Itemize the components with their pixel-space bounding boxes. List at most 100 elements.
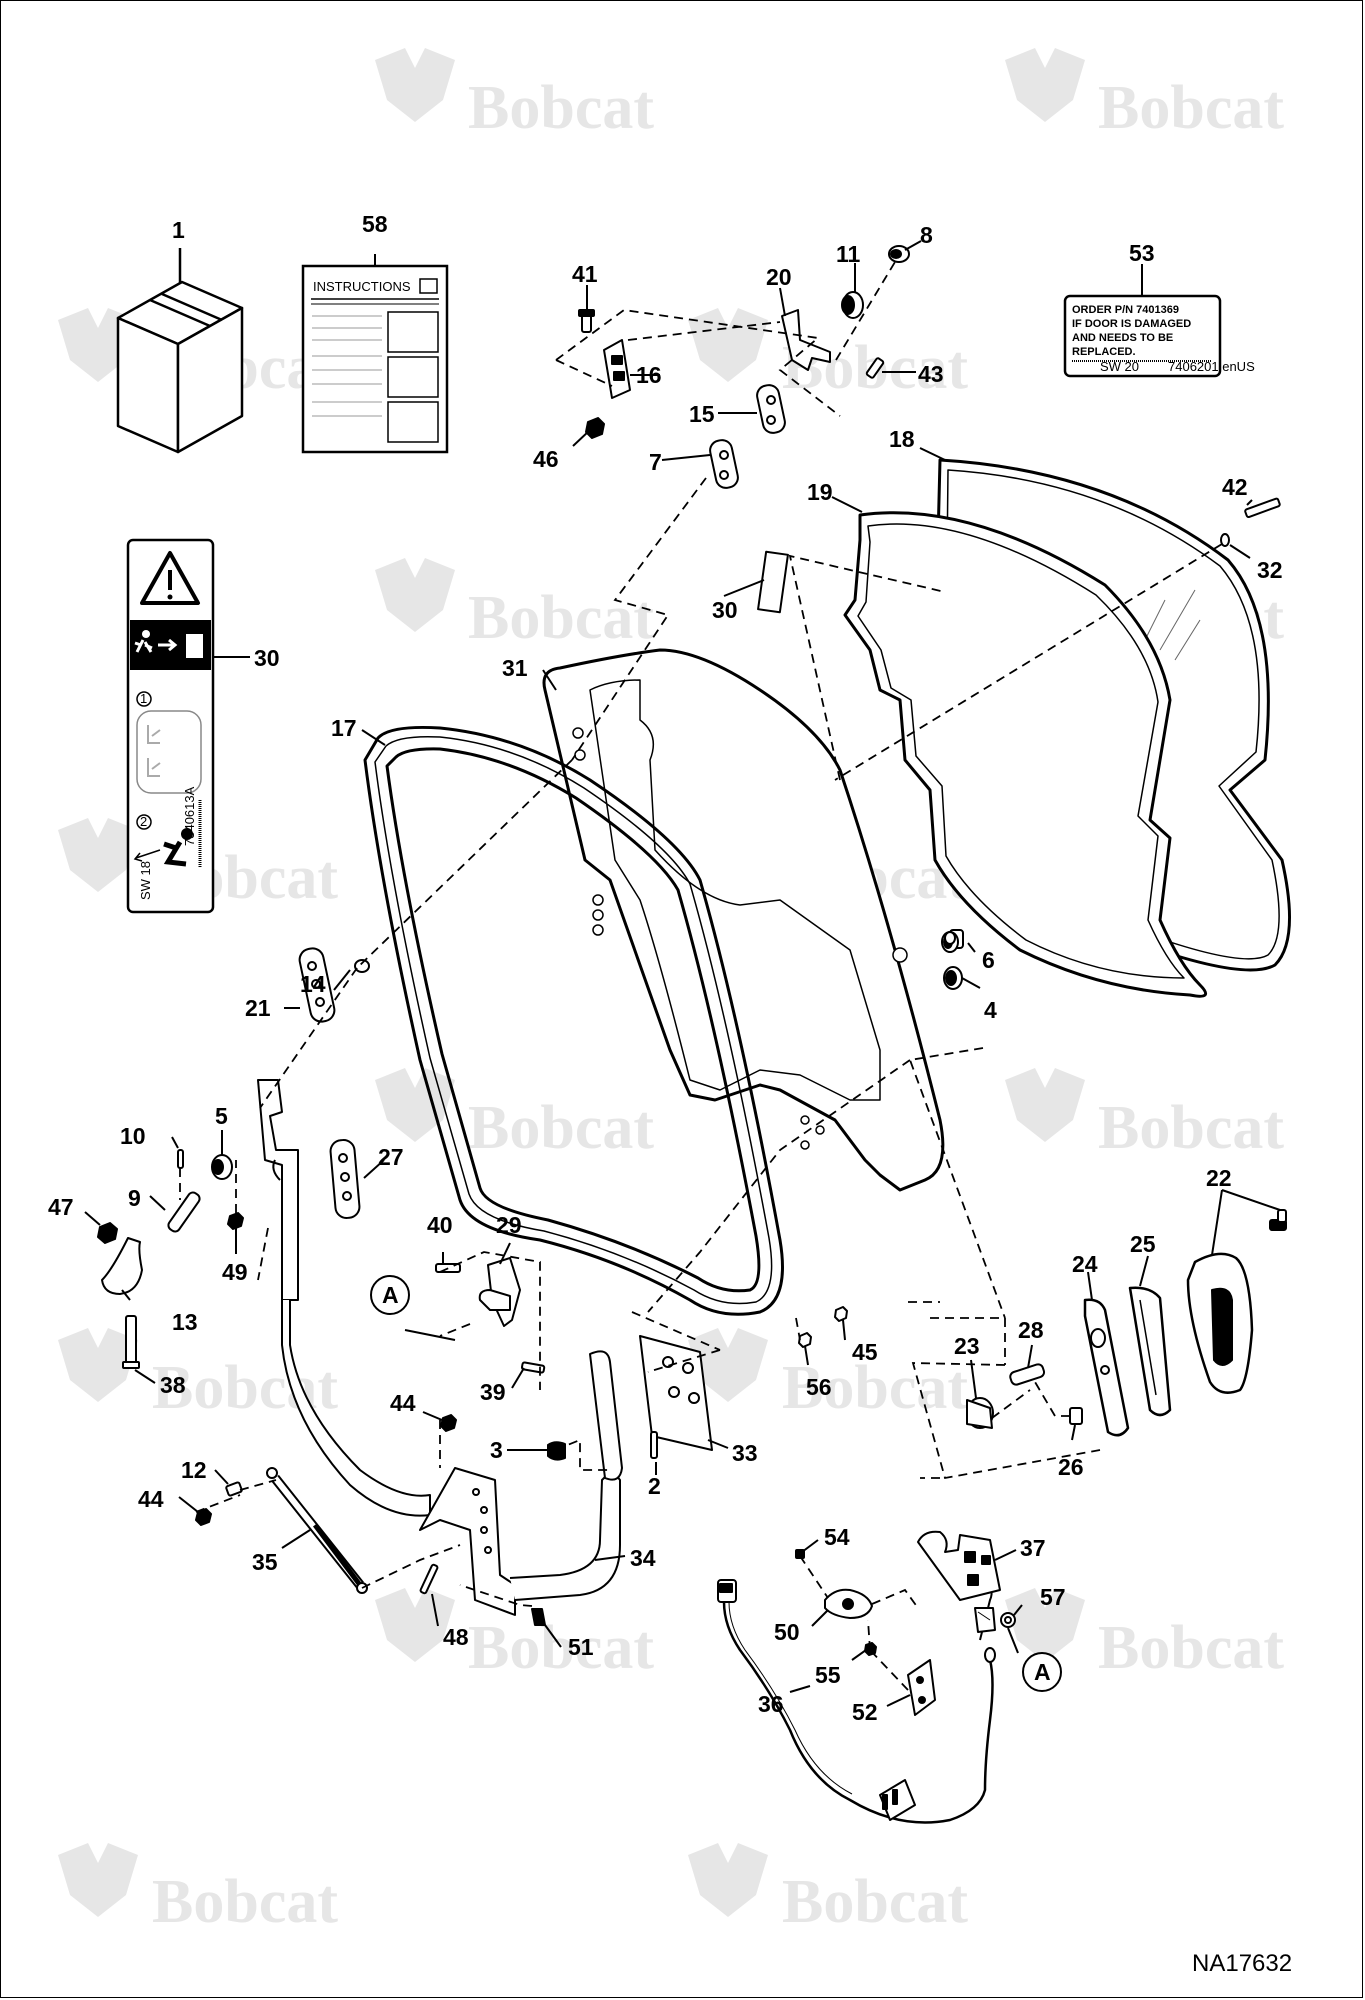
callout-35: 35: [252, 1549, 278, 1575]
callout-52: 52: [852, 1699, 878, 1725]
callout-51: 51: [568, 1634, 594, 1660]
callout-20: 20: [766, 264, 792, 290]
arrow-right-icon: [158, 638, 178, 652]
safety-decal-footer: SW 18: [138, 861, 153, 900]
door-label-footer-left: SW 20: [1100, 359, 1139, 374]
callout-55: 55: [815, 1662, 841, 1688]
door-label-line-2: IF DOOR IS DAMAGED: [1072, 318, 1191, 330]
callout-12: 12: [181, 1457, 207, 1483]
callout-13: 13: [172, 1309, 198, 1335]
callout-26: 26: [1058, 1454, 1084, 1480]
callout-numbers: 1 58 4 1 20 11 8 5 3 16 43 15 46 7 18 42 3…: [48, 211, 1283, 1725]
reference-marker-a-right: A: [1022, 1652, 1062, 1692]
callout-23: 23: [954, 1333, 980, 1359]
callout-47: 47: [48, 1194, 74, 1220]
callout-11: 11: [836, 241, 861, 267]
callout-39: 39: [480, 1379, 506, 1405]
callout-36: 36: [758, 1691, 784, 1717]
part-wire-harness: [717, 1530, 1016, 1824]
callout-21: 21: [245, 995, 271, 1021]
reference-marker-a-left: A: [370, 1275, 410, 1315]
callout-31: 31: [502, 655, 528, 681]
watermark-text: Bobcat: [1098, 74, 1284, 142]
callout-25: 25: [1130, 1231, 1156, 1257]
watermark-16: Bobcat: [688, 1843, 968, 1936]
watermark-5: Bobcat: [375, 558, 654, 652]
part-door-seal: [363, 725, 784, 1316]
callout-48: 48: [443, 1624, 469, 1650]
assembly-lines: [179, 261, 1223, 1691]
callout-7: 7: [649, 449, 662, 475]
watermark-text: Bobcat: [1098, 1094, 1284, 1162]
part-instructions-sheet: INSTRUCTIONS: [301, 254, 449, 454]
watermark-text: Bobcat: [1098, 1614, 1284, 1682]
exit-person-icon: [142, 630, 150, 638]
callout-10: 10: [120, 1123, 146, 1149]
callout-14: 14: [300, 971, 326, 997]
callout-3: 3: [490, 1437, 503, 1463]
door-handle-icon: [147, 725, 161, 744]
reference-marker-text: A: [1034, 1659, 1051, 1685]
callout-6: 6: [982, 947, 995, 973]
callout-45: 45: [852, 1339, 878, 1365]
callout-17: 17: [331, 715, 357, 741]
callout-32: 32: [1257, 557, 1283, 583]
push-person-icon: [163, 840, 187, 867]
safety-step-2: 2: [140, 814, 147, 829]
part-door-label: ORDER P/N 7401369 IF DOOR IS DAMAGED AND…: [1063, 264, 1255, 378]
instructions-title: INSTRUCTIONS: [313, 279, 411, 294]
callout-44-lower: 44: [138, 1486, 164, 1512]
watermark-12: Bobcat: [688, 1328, 968, 1422]
part-lower-linkage: [97, 947, 713, 1626]
callout-24: 24: [1072, 1251, 1098, 1277]
callout-57: 57: [1040, 1584, 1066, 1610]
callout-38: 38: [160, 1372, 186, 1398]
callout-27: 27: [378, 1144, 404, 1170]
watermark-10: Bobcat: [1005, 1068, 1284, 1162]
safety-decal-code: 7340613A: [182, 786, 197, 846]
callout-8: 8: [920, 222, 933, 248]
callout-58: 58: [362, 211, 388, 237]
watermark-text: Bobcat: [468, 584, 654, 652]
drawing-id: NA17632: [1192, 1950, 1293, 1977]
callout-18: 18: [889, 426, 915, 452]
watermark-9: Bobcat: [375, 1068, 654, 1162]
callout-33: 33: [732, 1440, 758, 1466]
watermark-text: Bobcat: [782, 1868, 968, 1936]
callout-16: 16: [636, 362, 662, 388]
part-safety-decal: 1 2 7340613A SW 18: [126, 538, 250, 914]
callout-43: 43: [918, 361, 944, 387]
callout-29: 29: [496, 1212, 522, 1238]
watermark-text: Bobcat: [468, 1614, 654, 1682]
part-door-glass: [843, 458, 1291, 998]
callout-42: 42: [1222, 474, 1248, 500]
callout-5: 5: [215, 1103, 228, 1129]
callout-1: 1: [172, 217, 185, 243]
callout-50: 50: [774, 1619, 800, 1645]
callout-37: 37: [1020, 1535, 1046, 1561]
watermark-15: Bobcat: [58, 1843, 338, 1936]
callout-34: 34: [630, 1545, 656, 1571]
callout-49: 49: [222, 1259, 248, 1285]
door-label-footer-right: 7406201 enUS: [1168, 359, 1255, 374]
callout-28: 28: [1018, 1317, 1044, 1343]
door-label-line-3: AND NEEDS TO BE: [1072, 332, 1173, 344]
callout-4: 4: [984, 997, 997, 1023]
callout-22: 22: [1206, 1165, 1232, 1191]
callout-15: 15: [689, 401, 715, 427]
watermark-1: Bobcat: [375, 48, 654, 142]
watermark-2: Bobcat: [1005, 48, 1284, 142]
watermark-text: Bobcat: [468, 1094, 654, 1162]
callout-54: 54: [824, 1524, 850, 1550]
safety-step-1: 1: [140, 691, 147, 706]
watermark-14: Bobcat: [1005, 1588, 1284, 1682]
door-label-line-1: ORDER P/N 7401369: [1072, 304, 1179, 316]
part-kit-box: [116, 248, 244, 454]
callout-56: 56: [806, 1374, 832, 1400]
callout-19: 19: [807, 479, 833, 505]
watermark-text: Bobcat: [152, 1868, 338, 1936]
callout-44-upper: 44: [390, 1390, 416, 1416]
callout-46: 46: [533, 446, 559, 472]
callout-30-decal: 30: [254, 645, 280, 671]
callout-40: 40: [427, 1212, 453, 1238]
